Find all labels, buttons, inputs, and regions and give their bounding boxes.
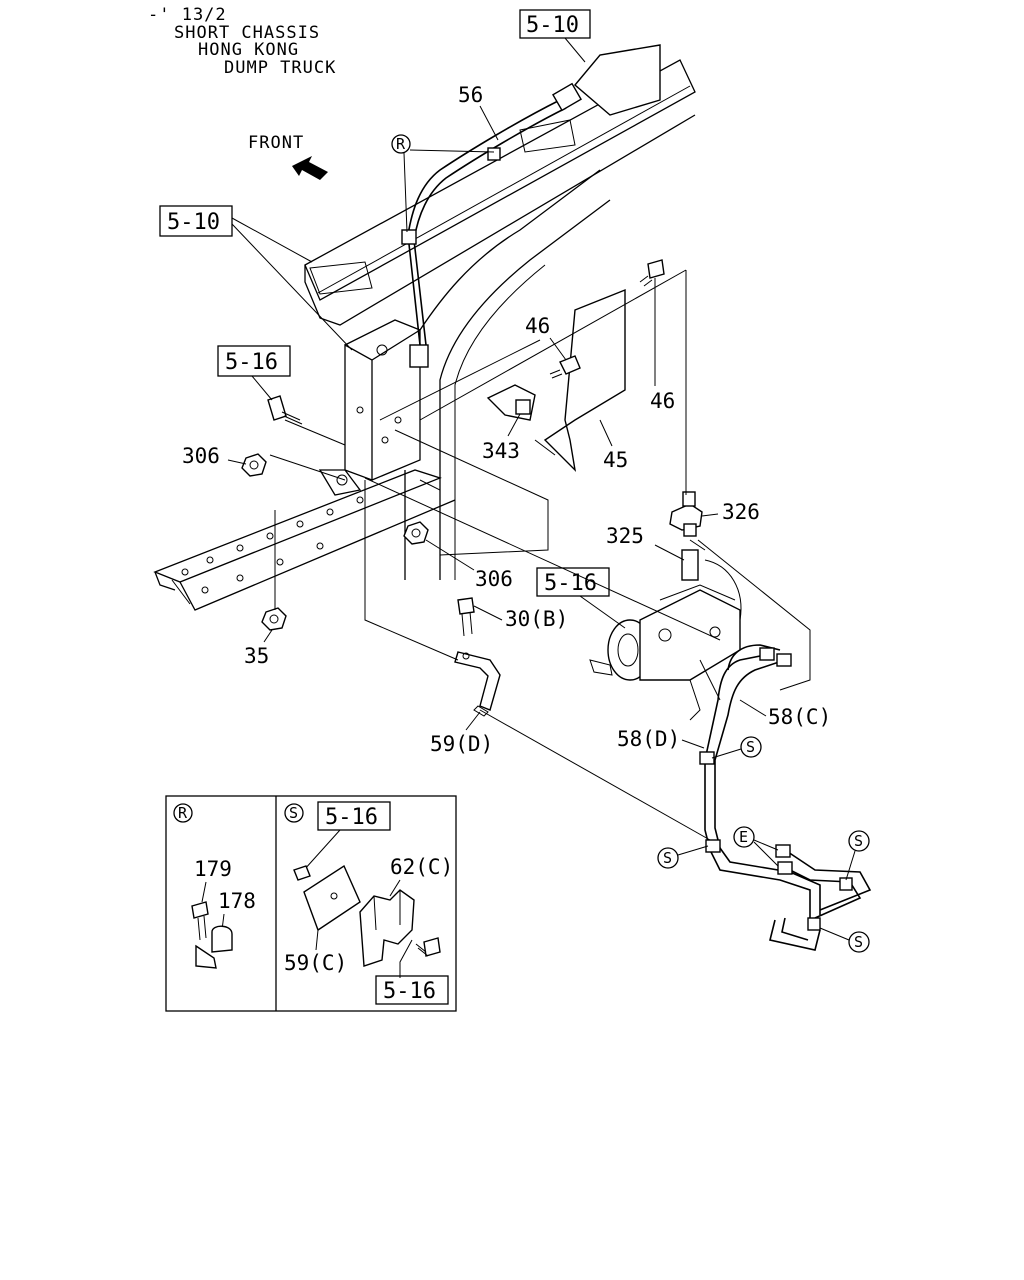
label-306-left: 306 xyxy=(182,444,220,468)
label-62c: 62(C) xyxy=(390,855,453,879)
header-note-line-2: SHORT CHASSIS xyxy=(174,23,320,43)
svg-text:S: S xyxy=(854,933,863,951)
marker-s-2: S xyxy=(657,845,709,869)
front-direction: FRONT xyxy=(248,133,328,180)
label-306-lower: 306 xyxy=(475,567,513,591)
label-58c: 58(C) xyxy=(768,705,831,729)
svg-text:S: S xyxy=(289,804,298,822)
ref-top-leader xyxy=(564,37,586,63)
ref-box-left[interactable]: 5-10 xyxy=(159,205,233,237)
ref-inset-top-text: 5-16 xyxy=(325,805,378,830)
label-326: 326 xyxy=(722,500,760,524)
reference-lines xyxy=(269,269,811,841)
ref-upper-left-leader xyxy=(251,375,273,401)
bracket-59d xyxy=(454,651,501,717)
inset-r-panel: R 179 178 xyxy=(173,803,256,969)
front-label: FRONT xyxy=(248,133,304,153)
ref-top-text: 5-10 xyxy=(526,13,579,38)
header-note: -' 13/2 SHORT CHASSIS HONG KONG DUMP TRU… xyxy=(148,5,336,78)
label-30b: 30(B) xyxy=(505,607,568,631)
label-343: 343 xyxy=(482,439,520,463)
svg-text:S: S xyxy=(663,849,672,867)
label-179: 179 xyxy=(194,857,232,881)
header-note-line-1: -' 13/2 xyxy=(148,5,227,25)
header-note-line-3: HONG KONG xyxy=(198,40,299,60)
pipes-58 xyxy=(699,644,872,951)
svg-text:S: S xyxy=(854,832,863,850)
svg-text:E: E xyxy=(739,828,748,846)
ref-box-inset-top[interactable]: 5-16 xyxy=(317,801,391,831)
header-note-line-4: DUMP TRUCK xyxy=(224,58,336,78)
label-46-right: 46 xyxy=(650,389,675,413)
svg-text:R: R xyxy=(396,135,406,153)
marker-s-3: S xyxy=(845,830,870,881)
ref-left-text: 5-10 xyxy=(167,210,220,235)
label-58d: 58(D) xyxy=(617,727,680,751)
ref-box-inset-bottom[interactable]: 5-16 xyxy=(375,975,449,1005)
front-arrow-icon xyxy=(292,156,328,180)
ref-box-top[interactable]: 5-10 xyxy=(519,9,591,39)
label-178: 178 xyxy=(218,889,256,913)
hose-56 xyxy=(401,44,661,368)
part-labels: 56 46 46 343 45 306 306 326 325 30(B) 35… xyxy=(182,83,831,756)
label-59c: 59(C) xyxy=(284,951,347,975)
svg-text:S: S xyxy=(746,738,755,756)
bracket-45 xyxy=(486,288,626,473)
label-59d: 59(D) xyxy=(430,732,493,756)
ref-box-upper-left[interactable]: 5-16 xyxy=(217,345,291,377)
ref-box-center[interactable]: 5-16 xyxy=(536,567,610,597)
marker-s-1: S xyxy=(711,736,762,759)
marker-r-main: R xyxy=(391,134,495,233)
ref-center-leader xyxy=(579,595,626,629)
steering-gear-unit xyxy=(589,559,742,721)
ref-upper-left-text: 5-16 xyxy=(225,350,278,375)
label-46-left: 46 xyxy=(525,314,550,338)
ref-left-leader xyxy=(231,217,353,351)
ref-center-text: 5-16 xyxy=(544,571,597,596)
inset-detail: R 179 178 S 5-16 59(C) 62(C) xyxy=(165,795,457,1012)
fasteners xyxy=(241,259,703,637)
ref-inset-bottom-text: 5-16 xyxy=(383,979,436,1004)
chassis-frame xyxy=(153,59,696,611)
label-325: 325 xyxy=(606,524,644,548)
label-35: 35 xyxy=(244,644,269,668)
inset-s-panel: S 5-16 59(C) 62(C) 5-16 xyxy=(284,801,453,1005)
svg-text:R: R xyxy=(178,804,188,822)
marker-e: E xyxy=(733,826,779,867)
label-45: 45 xyxy=(603,448,628,472)
marker-s-4: S xyxy=(819,927,870,953)
label-56: 56 xyxy=(458,83,483,107)
